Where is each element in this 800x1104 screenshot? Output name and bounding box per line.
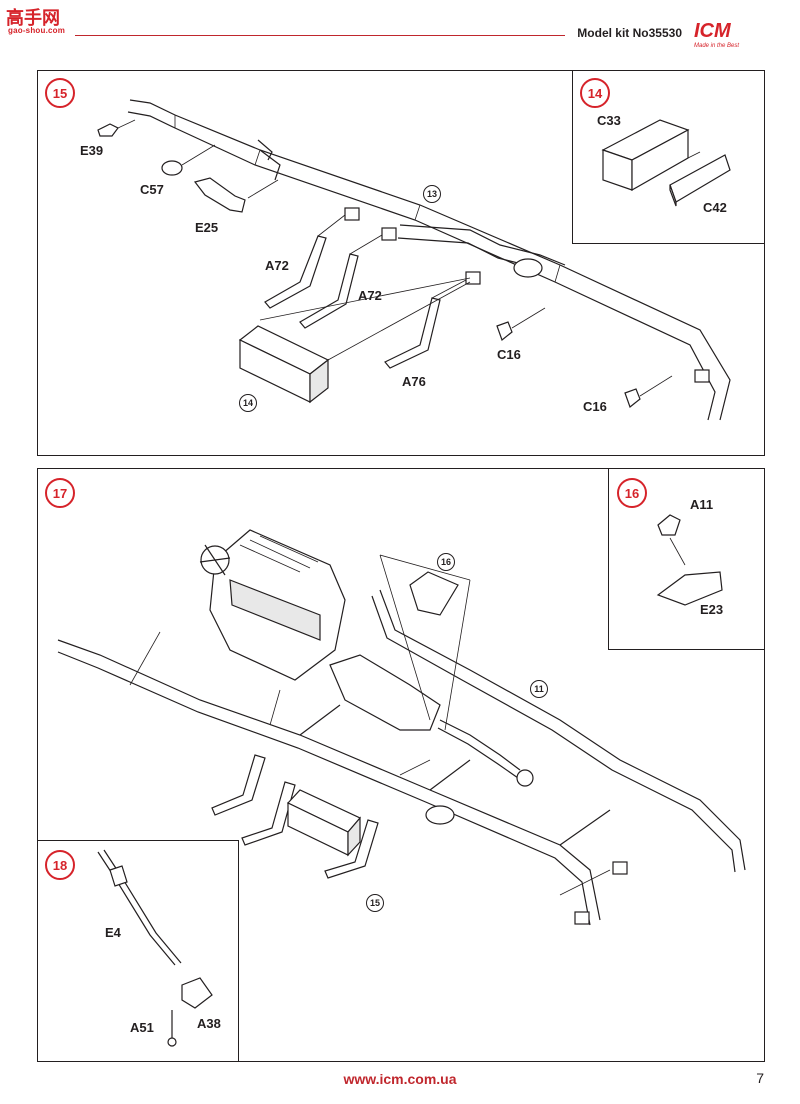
part-label-a11: A11 [690,497,714,512]
step-number-14: 14 [580,78,610,108]
icm-logo: ICM Made in the Best [694,20,758,50]
part-label-c57: C57 [140,182,164,197]
part-label-a72: A72 [358,288,382,303]
part-label-c16: C16 [497,347,521,362]
part-label-a76: A76 [402,374,426,389]
footer-website-link[interactable]: www.icm.com.ua [343,1071,457,1087]
step-number-17: 17 [45,478,75,508]
part-label-c16: C16 [583,399,607,414]
part-label-c42: C42 [703,200,727,215]
part-label-a72: A72 [265,258,289,273]
part-label-e25: E25 [195,220,219,235]
ref-step-15: 15 [366,894,384,912]
part-label-e23: E23 [700,602,724,617]
step-number-18: 18 [45,850,75,880]
ref-step-14: 14 [239,394,257,412]
step-18-panel [37,840,239,1062]
site-url-watermark: gao-shou.com [8,26,66,35]
brand-slogan: Made in the Best [694,43,740,49]
step-number-16: 16 [617,478,647,508]
step-number-15: 15 [45,78,75,108]
header-divider [75,35,565,36]
page-number: 7 [756,1070,764,1086]
ref-step-11: 11 [530,680,548,698]
part-label-c33: C33 [597,113,621,128]
ref-step-13: 13 [423,185,441,203]
part-label-a38: A38 [197,1016,221,1031]
part-label-e4: E4 [105,925,121,940]
part-label-e39: E39 [80,143,104,158]
site-logo: 高手网 [6,8,60,28]
model-kit-title: Model kit No35530 [577,26,682,40]
part-label-a51: A51 [130,1020,154,1035]
ref-step-16: 16 [437,553,455,571]
brand-name: ICM [694,20,731,42]
